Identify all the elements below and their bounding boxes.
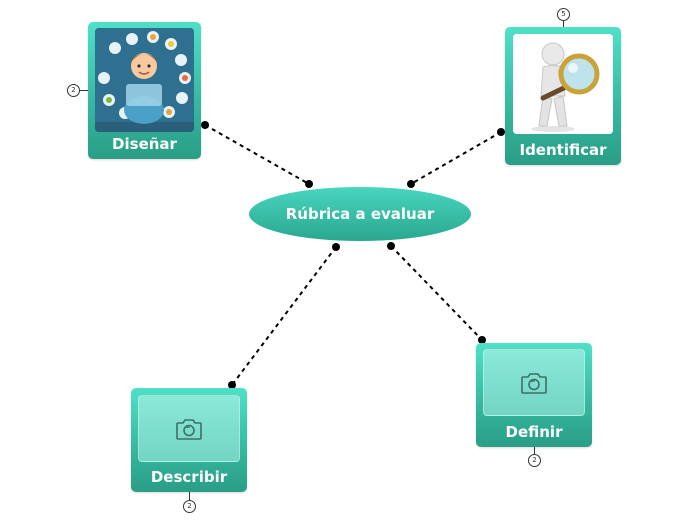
badge-connector: [79, 90, 88, 91]
node-definir-badge[interactable]: 2: [528, 454, 541, 467]
node-disenar-label: Diseñar: [112, 135, 177, 153]
node-describir-image[interactable]: [138, 395, 240, 462]
connector-dot: [201, 121, 209, 129]
connector-dot: [478, 336, 486, 344]
connector-dot: [332, 243, 340, 251]
node-identificar[interactable]: Identificar: [505, 27, 621, 165]
center-node-label: Rúbrica a evaluar: [285, 205, 435, 223]
badge-connector: [189, 492, 190, 500]
center-node[interactable]: Rúbrica a evaluar: [249, 187, 471, 241]
node-describir-label: Describir: [150, 468, 228, 486]
node-identificar-badge[interactable]: 5: [557, 8, 570, 21]
person-with-icons-illustration: [95, 28, 194, 132]
camera-icon: [176, 418, 202, 440]
connector-identificar: [410, 131, 502, 185]
node-identificar-image: [513, 34, 613, 134]
connector-describir: [231, 246, 337, 386]
node-definir[interactable]: Definir: [476, 343, 592, 447]
connector-definir: [390, 245, 483, 341]
connector-dot: [497, 128, 505, 136]
node-describir-badge[interactable]: 2: [183, 500, 196, 513]
node-disenar-badge[interactable]: 2: [67, 84, 80, 97]
camera-icon: [521, 372, 547, 394]
figure-with-magnifier-illustration: [513, 34, 613, 134]
node-disenar-image: [95, 28, 194, 132]
node-identificar-label: Identificar: [519, 141, 607, 159]
connector-disenar: [204, 124, 310, 185]
badge-connector: [534, 447, 535, 454]
node-definir-label: Definir: [505, 423, 563, 441]
connector-dot: [407, 180, 415, 188]
node-disenar[interactable]: Diseñar: [88, 22, 201, 159]
node-definir-image[interactable]: [483, 349, 585, 416]
connector-dot: [305, 180, 313, 188]
node-describir[interactable]: Describir: [131, 388, 247, 492]
connector-dot: [387, 242, 395, 250]
connector-dot: [228, 381, 236, 389]
badge-connector: [563, 20, 564, 27]
